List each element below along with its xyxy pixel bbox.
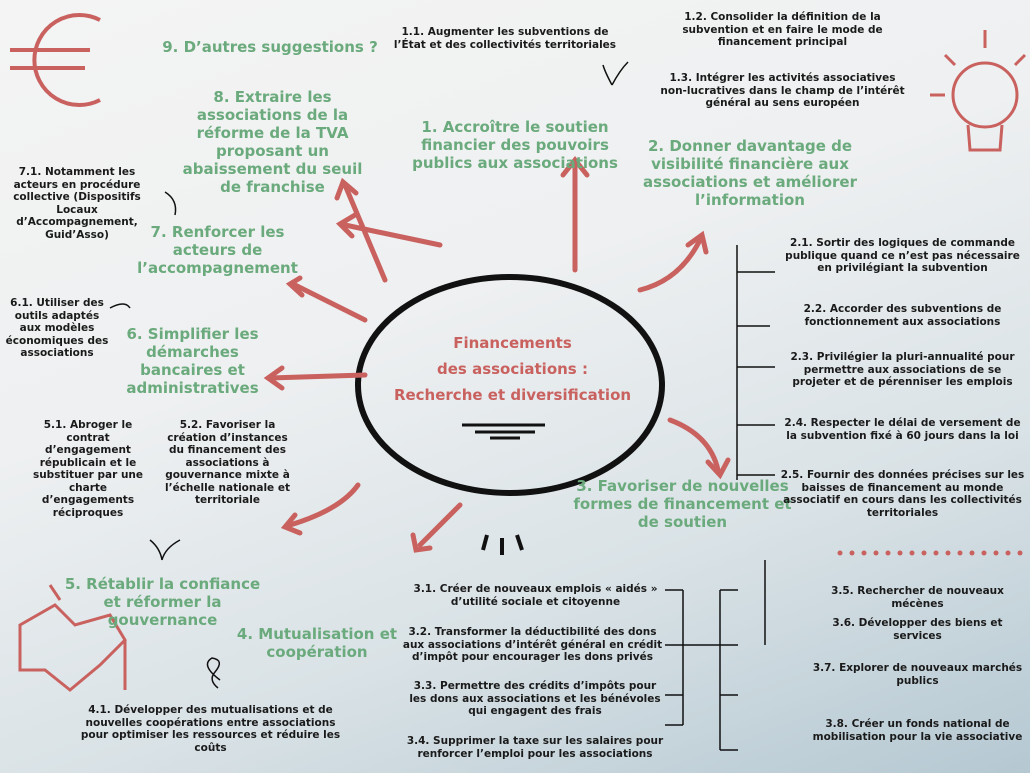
branch-6-title: 6. Simplifier les démarches bancaires et… [126, 325, 259, 397]
item-3-8: 3.8. Créer un fonds national de mobilisa… [812, 718, 1023, 743]
connectors [109, 61, 775, 751]
item-1-1: 1.1. Augmenter les subventions de l’État… [393, 26, 617, 51]
item-3-1: 3.1. Créer de nouveaux emplois « aidés »… [413, 583, 658, 608]
rays [481, 534, 524, 555]
item-3-5: 3.5. Rechercher de nouveaux mécènes [831, 585, 1004, 610]
item-2-3: 2.3. Privilégier la pluri-annualité pour… [790, 351, 1015, 388]
branch-5-title: 5. Rétablir la confiance et réformer la … [64, 575, 261, 629]
branch-2-title: 2. Donner davantage de visibilité financ… [643, 137, 857, 209]
item-1-2: 1.2. Consolider la définition de la subv… [682, 11, 883, 48]
branch-4-title: 4. Mutualisation et coopération [236, 625, 398, 661]
dotted-line [837, 550, 1023, 556]
item-2-5: 2.5. Fournir des données précises sur le… [780, 469, 1025, 519]
item-2-4: 2.4. Respecter le délai de versement de … [784, 417, 1021, 442]
item-3-7: 3.7. Explorer de nouveaux marchés public… [812, 662, 1023, 687]
underline-strokes [462, 423, 545, 440]
item-3-3: 3.3. Permettre des crédits d’impôts pour… [409, 680, 661, 717]
center-line-1: Financements [453, 334, 572, 352]
center-title: Financements des associations : Recherch… [365, 330, 660, 408]
item-1-3: 1.3. Intégrer les activités associatives… [660, 72, 905, 109]
item-3-6: 3.6. Développer des biens et services [832, 617, 1003, 642]
euro-icon [10, 13, 101, 107]
item-7-1: 7.1. Notamment les acteurs en procédure … [13, 166, 141, 241]
item-2-1: 2.1. Sortir des logiques de commande pub… [785, 237, 1020, 274]
item-5-2: 5.2. Favoriser la création d’instances d… [165, 419, 290, 506]
branch-7-title: 7. Renforcer les acteurs de l’accompagne… [137, 223, 298, 277]
handshake-icon [18, 584, 127, 692]
center-circle [355, 274, 665, 496]
item-2-2: 2.2. Accorder des subventions de fonctio… [803, 303, 1002, 328]
branch-1-title: 1. Accroître le soutien financier des po… [412, 118, 618, 172]
item-3-4: 3.4. Supprimer la taxe sur les salaires … [406, 735, 664, 760]
branch-8-title: 8. Extraire les associations de la réfor… [182, 88, 363, 196]
branch-3-title: 3. Favoriser de nouvelles formes de fina… [573, 477, 792, 531]
branch-arrows [263, 155, 731, 553]
center-line-3: Recherche et diversification [393, 386, 632, 404]
item-5-1: 5.1. Abroger le contrat d’engagement rép… [32, 419, 144, 519]
item-3-2: 3.2. Transformer la déductibilité des do… [402, 626, 663, 663]
item-6-1: 6.1. Utiliser des outils adaptés aux mod… [5, 297, 109, 359]
branch-9-title: 9. D’autres suggestions ? [162, 38, 378, 56]
item-4-1: 4.1. Développer des mutualisations et de… [80, 704, 341, 754]
center-line-2: des associations : [437, 360, 588, 378]
lightbulb-icon [930, 30, 1027, 152]
